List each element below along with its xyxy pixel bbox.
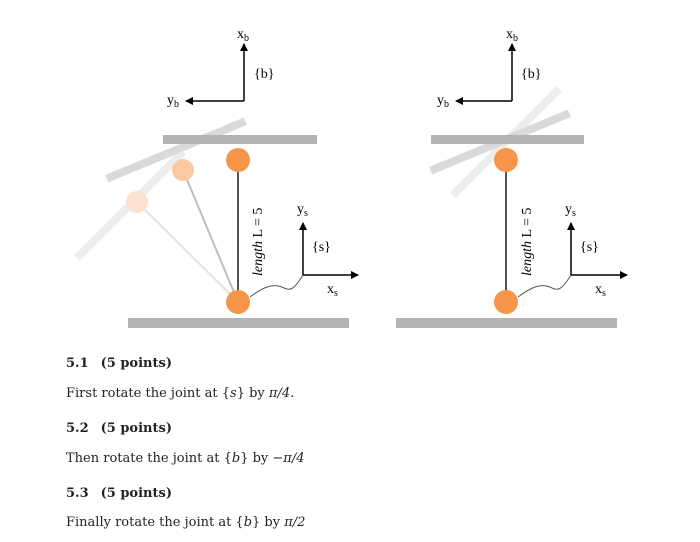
faded-plate-1 [105,117,247,183]
joint-s [494,290,518,314]
question-heading-5-3: 5.3(5 points) [66,486,172,501]
length-label: length L = 5 [520,208,535,276]
joint-s [226,290,250,314]
frame-s-name: {s} [580,240,599,255]
frame-b-y-label: yb [437,93,449,110]
question-text-5-1: First rotate the joint at {s} by π/4. [66,386,295,401]
top-plate [163,135,317,144]
question-heading-5-1: 5.1(5 points) [66,356,172,371]
frame-b-name: {b} [521,67,541,82]
length-label: length L = 5 [251,208,266,276]
top-plate [431,135,584,144]
question-heading-5-2: 5.2(5 points) [66,421,172,436]
joint-b [494,148,518,172]
frame-s-y-label: ys [297,202,308,219]
base-plate [128,318,349,328]
frame-s-x-label: xs [327,282,338,299]
right-panel: xb yb {b} length L = 5 ys xs {s} [396,27,628,328]
joint-b [226,148,250,172]
base-plate [396,318,617,328]
question-text-5-3: Finally rotate the joint at {b} by π/2 [66,515,306,530]
frame-b-name: {b} [254,67,274,82]
robot-arm-figure: xb yb {b} length L = 5 ys xs {s} [74,27,628,328]
faded-joint-1 [172,159,194,181]
left-panel: xb yb {b} length L = 5 ys xs {s} [74,27,359,328]
faded-link-2 [136,201,239,303]
question-text-5-2: Then rotate the joint at {b} by −π/4 [66,451,305,466]
frame-s-y-label: ys [565,202,576,219]
frame-s-connector [517,274,572,298]
frame-b-y-label: yb [167,93,179,110]
frame-s-name: {s} [312,240,331,255]
frame-s-x-label: xs [595,282,606,299]
faded-link-1 [182,169,239,303]
faded-joint-2 [126,191,148,213]
frame-s-connector [249,274,304,298]
frame-b-x-label: xb [506,27,518,44]
frame-b-x-label: xb [237,27,249,44]
